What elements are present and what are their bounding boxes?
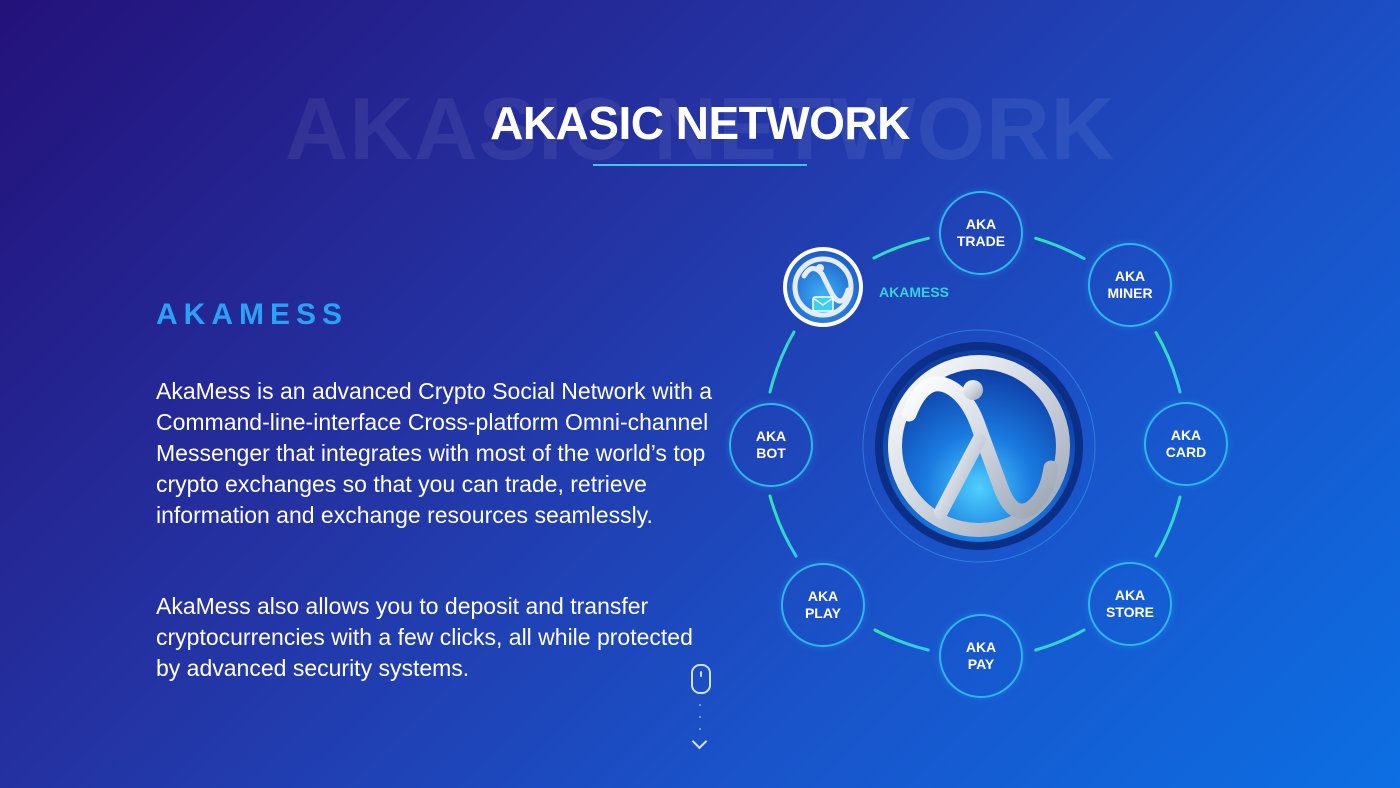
ring-arc	[768, 330, 796, 394]
node-label-bottom: PAY	[967, 656, 995, 672]
description-paragraph-1: AkaMess is an advanced Crypto Social Net…	[156, 378, 713, 528]
node-label-top: AKA	[1170, 427, 1202, 443]
description-paragraph-2: AkaMess also allows you to deposit and t…	[156, 593, 693, 681]
section-heading: AKAMESS	[156, 298, 349, 331]
mouse-scroll-icon	[691, 664, 711, 694]
ring-arc	[1034, 236, 1086, 261]
node-label-top: AKA	[965, 639, 997, 655]
node-label-top: AKA	[755, 428, 787, 444]
title-watermark: AKASIC NETWORK	[284, 79, 1116, 178]
node-aka-play[interactable]: AKA PLAY	[781, 563, 865, 647]
chevron-down-icon	[691, 733, 708, 750]
ring-arc	[873, 628, 930, 652]
ring-arc	[768, 494, 798, 558]
node-label-top: AKA	[1114, 268, 1146, 284]
node-aka-store[interactable]: AKA STORE	[1088, 562, 1172, 646]
title-underline	[593, 164, 807, 166]
scroll-dot	[699, 716, 701, 718]
mouse-wheel	[700, 671, 702, 677]
ring-arc	[1034, 628, 1086, 652]
node-label-top: AKA	[807, 588, 839, 604]
node-label-bottom: CARD	[1165, 444, 1207, 460]
network-diagram: AKA TRADE AKA MINER AKA CARD AKA STORE A…	[700, 180, 1260, 720]
node-label-bottom: PLAY	[804, 605, 842, 621]
node-aka-trade[interactable]: AKA TRADE	[939, 191, 1023, 275]
node-label-bottom: TRADE	[956, 233, 1006, 249]
node-label-bottom: STORE	[1106, 604, 1154, 620]
ring-arc	[872, 236, 930, 260]
node-label-top: AKA	[965, 216, 997, 232]
akamess-label: AKAMESS	[879, 284, 950, 300]
scroll-dot	[699, 728, 701, 730]
network-ring	[768, 236, 1182, 652]
node-label-top: AKA	[1114, 587, 1146, 603]
node-aka-bot[interactable]: AKA BOT	[729, 403, 813, 487]
ring-arc	[1154, 495, 1182, 558]
scroll-down-indicator[interactable]	[686, 664, 714, 754]
akamess-logo-icon[interactable]	[782, 246, 864, 328]
node-aka-miner[interactable]: AKA MINER	[1088, 243, 1172, 327]
ring-arc	[1154, 331, 1182, 394]
node-label-bottom: BOT	[756, 445, 786, 461]
node-aka-pay[interactable]: AKA PAY	[939, 614, 1023, 698]
page-title: AKASIC NETWORK	[490, 97, 910, 149]
node-aka-card[interactable]: AKA CARD	[1144, 402, 1228, 486]
akasic-logo-icon	[861, 328, 1097, 564]
scroll-dot	[699, 704, 701, 706]
node-label-bottom: MINER	[1107, 285, 1153, 301]
